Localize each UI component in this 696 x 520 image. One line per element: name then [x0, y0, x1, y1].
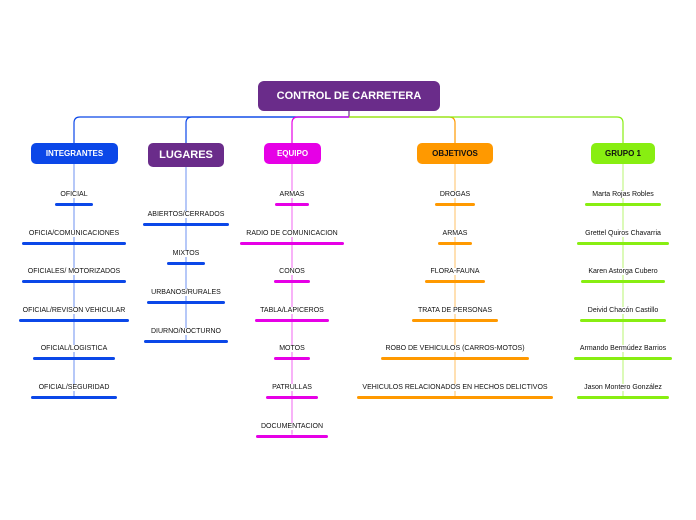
leaf-integrantes-label: OFICIAL/REVISON VEHICULAR: [20, 306, 128, 314]
leaf-equipo-underline: [266, 396, 318, 399]
leaf-objetivos-underline: [357, 396, 553, 399]
leaf-objetivos-label: ROBO DE VEHICULOS (CARROS-MOTOS): [383, 345, 527, 353]
branch-grupo-1-label: GRUPO 1: [604, 149, 641, 158]
branch-integrantes-label: INTEGRANTES: [45, 149, 104, 158]
leaf-equipo-label: MOTOS: [277, 345, 307, 353]
leaf-objetivos-underline: [435, 203, 475, 206]
branch-lugares-label: LUGARES: [159, 149, 213, 161]
branch-connector-equipo: [291, 116, 349, 143]
leaf-integrantes-underline: [55, 203, 93, 206]
leaf-integrantes-underline: [31, 396, 117, 399]
leaf-integrantes-label: OFICIAL: [58, 191, 90, 198]
leaf-equipo-underline: [255, 318, 329, 322]
leaf-equipo-underline: [275, 203, 309, 206]
leaf-grupo-underline: [577, 396, 669, 399]
leaf-grupo-label: Marta Rojas Robles: [590, 191, 656, 198]
root-topic[interactable]: CONTROL DE CARRETERA: [258, 81, 440, 111]
leaf-integrantes-underline: [33, 357, 115, 361]
leaf-grupo-label: Jason Montero González: [582, 384, 664, 391]
leaf-grupo-label: Grettel Quiros Chavarria: [583, 229, 663, 237]
branch-equipo[interactable]: EQUIPO: [264, 143, 321, 164]
leaf-equipo-underline: [256, 434, 328, 438]
leaf-grupo-underline: [577, 241, 669, 245]
leaf-integrantes-underline: [19, 318, 129, 322]
branch-integrantes[interactable]: INTEGRANTES: [31, 143, 118, 164]
branch-connector-integrantes: [73, 116, 349, 143]
branch-connector-lugares: [185, 116, 349, 143]
leaf-objetivos-label: TRATA DE PERSONAS: [415, 306, 495, 314]
branch-connector-objetivos: [349, 116, 456, 143]
leaf-grupo-label: Armando Bermúdez Barrios: [577, 345, 669, 353]
leaf-equipo-underline: [240, 241, 344, 245]
leaf-equipo-label: TABLA/LAPICEROS: [258, 306, 326, 314]
leaf-objetivos-underline: [412, 318, 498, 322]
leaf-grupo-underline: [581, 280, 665, 284]
leaf-equipo-label: CONOS: [277, 268, 307, 276]
leaf-equipo-label: DOCUMENTACION: [258, 422, 326, 430]
leaf-lugares-label: ABIERTOS/CERRADOS: [145, 211, 227, 218]
leaf-grupo-label: Deivid Chacón Castillo: [585, 306, 661, 314]
leaf-objetivos-label: ARMAS: [440, 229, 470, 237]
leaf-equipo-underline: [274, 280, 310, 284]
leaf-grupo-underline: [580, 318, 666, 322]
leaf-integrantes-label: OFICIAL/SEGURIDAD: [36, 384, 112, 391]
leaf-equipo-underline: [274, 357, 310, 361]
leaf-objetivos-underline: [425, 280, 485, 284]
root-topic-label: CONTROL DE CARRETERA: [276, 90, 422, 102]
leaf-objetivos-label: FLORA-FAUNA: [428, 268, 482, 276]
branch-lugares[interactable]: LUGARES: [148, 143, 224, 167]
leaf-objetivos-label: DROGAS: [437, 191, 473, 198]
leaf-integrantes-underline: [22, 280, 126, 284]
branch-objetivos-label: OBJETIVOS: [432, 149, 478, 158]
leaf-grupo-underline: [585, 203, 661, 206]
leaf-objetivos-underline: [381, 357, 529, 361]
leaf-equipo-label: PATRULLAS: [270, 384, 314, 391]
branch-equipo-label: EQUIPO: [276, 149, 309, 158]
leaf-grupo-label: Karen Astorga Cubero: [586, 268, 660, 276]
leaf-lugares-underline: [143, 223, 229, 226]
leaf-integrantes-label: OFICIA/COMUNICACIONES: [26, 229, 122, 237]
leaf-integrantes-label: OFICIALES/ MOTORIZADOS: [25, 268, 123, 276]
leaf-lugares-label: DIURNO/NOCTURNO: [149, 328, 223, 335]
leaf-equipo-label: ARMAS: [277, 191, 307, 198]
branch-connector-grupo: [349, 116, 624, 143]
leaf-lugares-underline: [144, 340, 228, 343]
branch-objetivos[interactable]: OBJETIVOS: [417, 143, 493, 164]
leaf-integrantes-label: OFICIAL/LOGISTICA: [38, 345, 110, 353]
branch-grupo-1[interactable]: GRUPO 1: [591, 143, 655, 164]
leaf-objetivos-underline: [438, 241, 472, 245]
leaf-lugares-label: URBANOS/RURALES: [149, 289, 223, 296]
leaf-integrantes-underline: [22, 241, 126, 245]
leaf-lugares-label: MIXTOS: [170, 250, 202, 257]
leaf-lugares-underline: [147, 301, 225, 304]
leaf-objetivos-label: VEHICULOS RELACIONADOS EN HECHOS DELICTI…: [360, 384, 550, 391]
leaf-grupo-underline: [574, 357, 672, 361]
leaf-lugares-underline: [167, 262, 205, 265]
leaf-equipo-label: RADIO DE COMUNICACION: [244, 229, 340, 237]
